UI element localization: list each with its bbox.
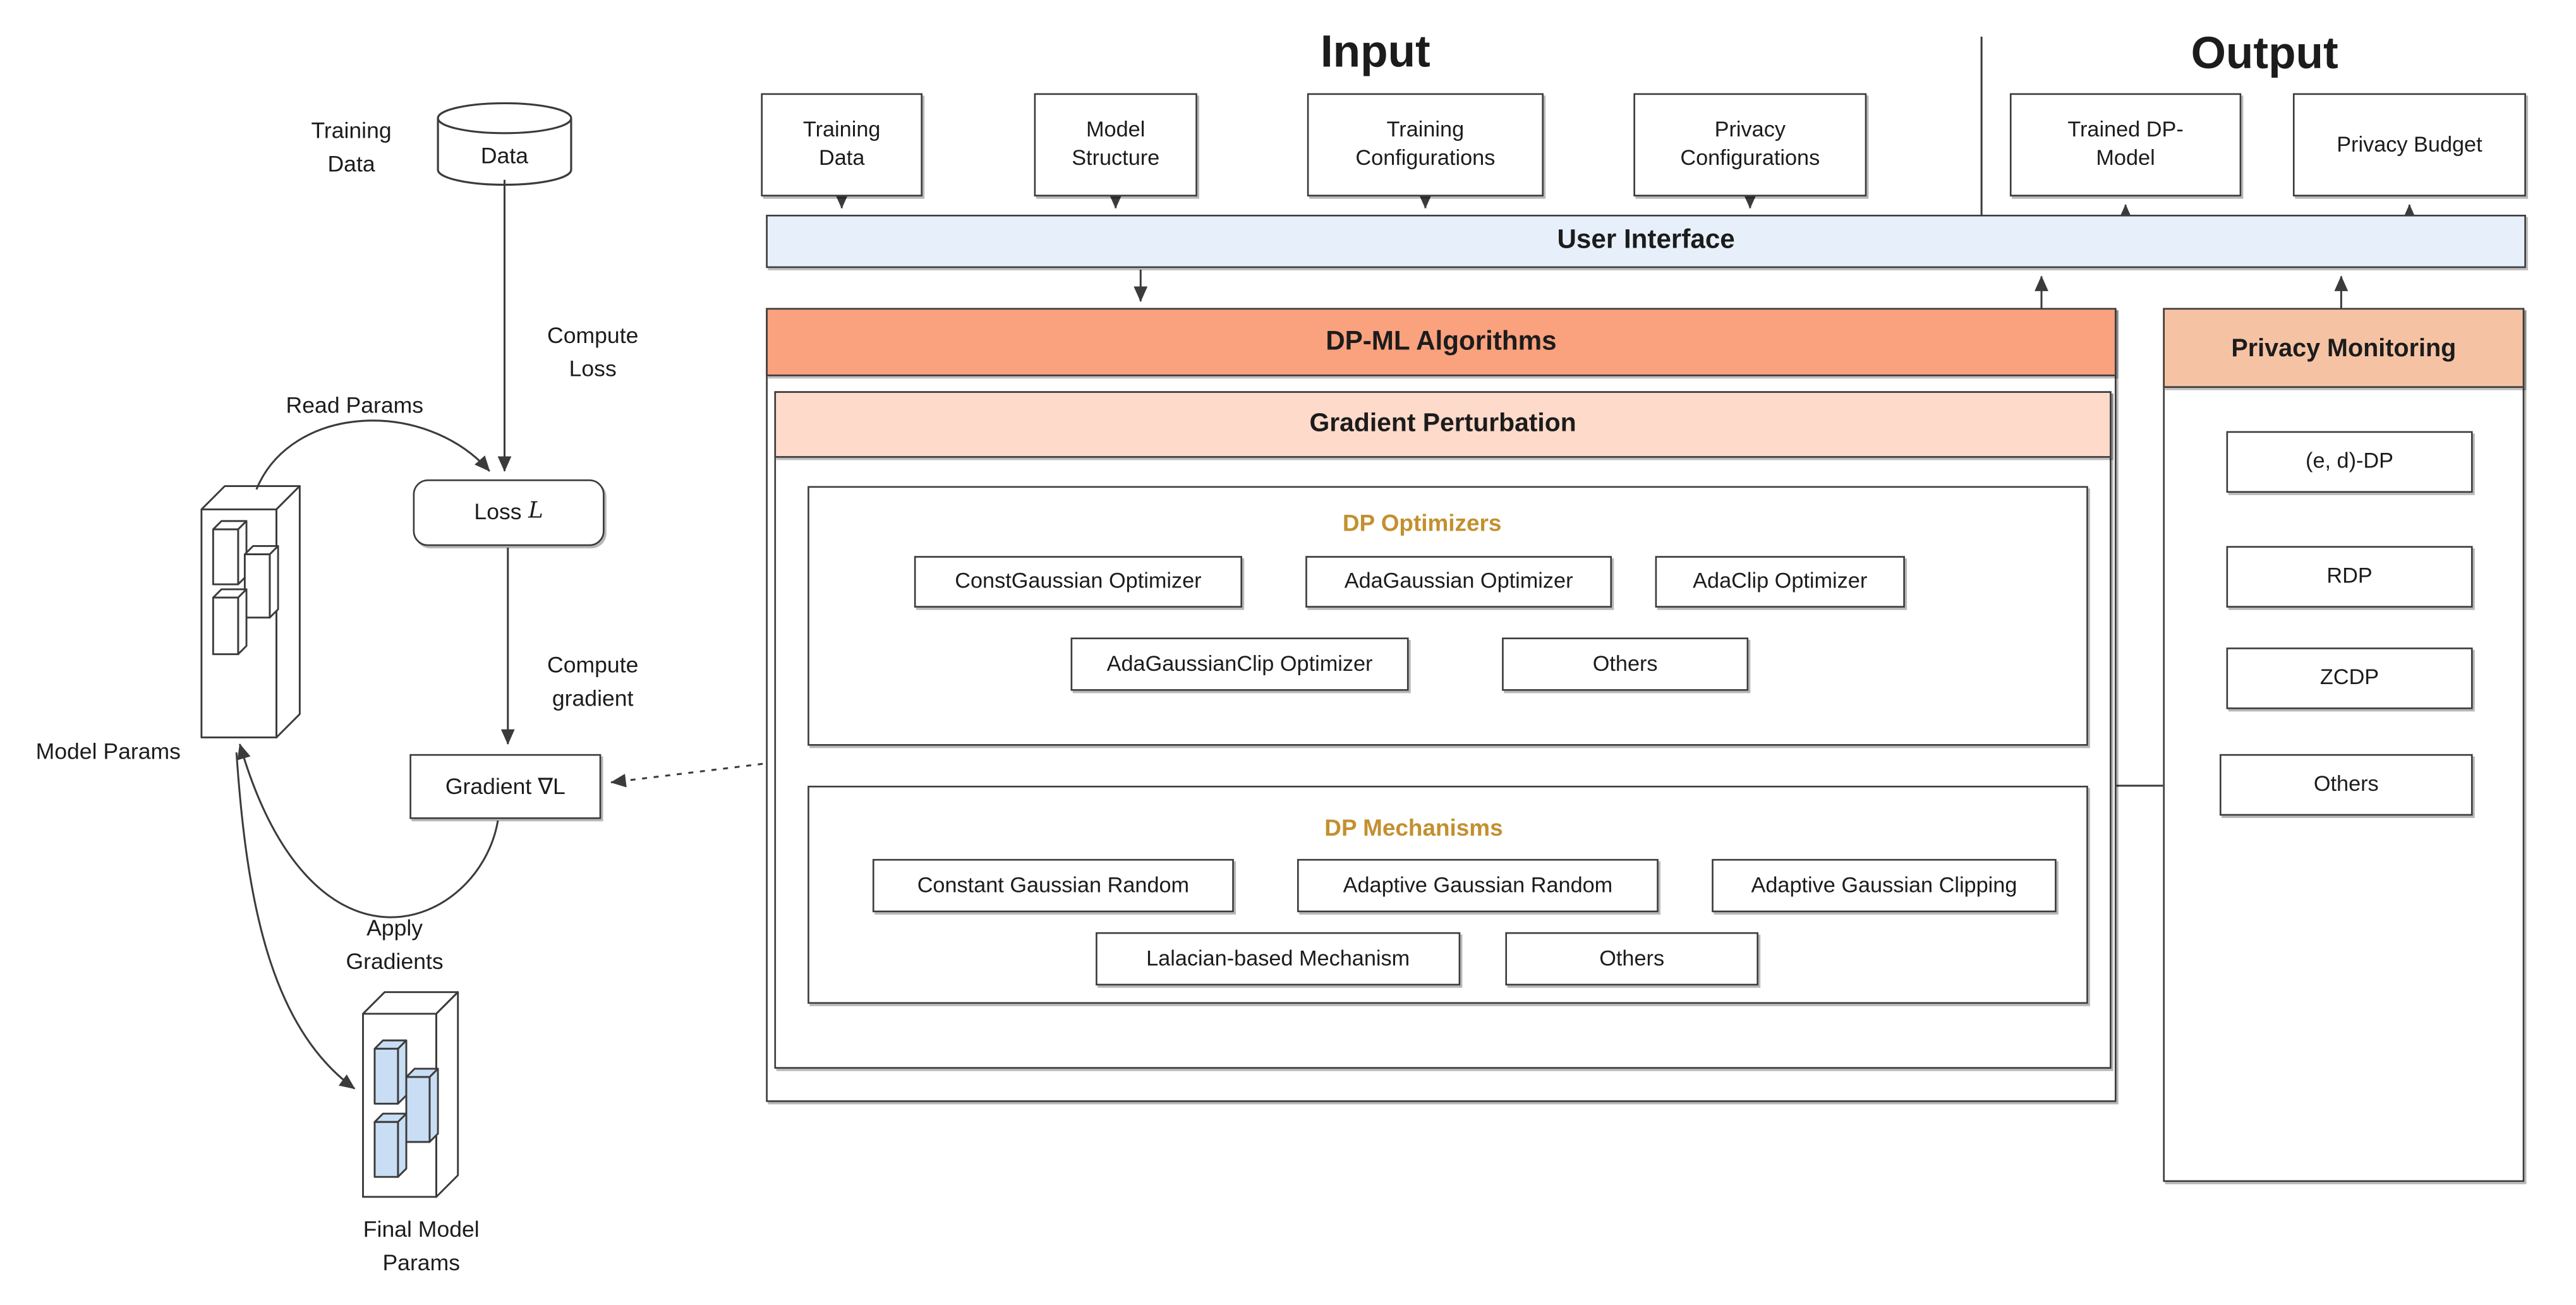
monitoring-box-ed-dp: (e, d)-DP: [2226, 431, 2473, 493]
gradient-perturbation-header: Gradient Perturbation: [774, 391, 2112, 458]
arrow-apply-gradients: [237, 743, 499, 918]
mechanism-box-others: Others: [1505, 932, 1758, 986]
input-section-title: Input: [1320, 27, 1430, 77]
database-icon: [437, 102, 572, 186]
output-box-trained-dp-model: Trained DP-Model: [2009, 93, 2242, 196]
optimizer-box-adaclip: AdaClip Optimizer: [1655, 556, 1905, 608]
monitoring-box-rdp: RDP: [2226, 546, 2473, 608]
data-cylinder-label: Data: [480, 143, 529, 169]
apply-gradients-label: Apply Gradients: [346, 915, 444, 975]
final-model-params-icon: [362, 991, 459, 1198]
arrow-read-params: [255, 419, 490, 490]
optimizer-box-adagaussianclip: AdaGaussianClip Optimizer: [1070, 637, 1409, 691]
loss-symbol: L: [528, 498, 543, 525]
compute-gradient-label: Compute gradient: [547, 652, 639, 711]
mechanism-box-lalacian: Lalacian-based Mechanism: [1096, 932, 1461, 986]
optimizer-box-adagaussian: AdaGaussian Optimizer: [1305, 556, 1612, 608]
training-data-label: Training Data: [311, 118, 392, 177]
dp-mechanisms-title: DP Mechanisms: [1324, 814, 1503, 841]
final-model-params-label: Final Model Params: [363, 1217, 480, 1276]
param-block-blue-icon: [373, 1039, 439, 1178]
optimizer-box-constgaussian: ConstGaussian Optimizer: [914, 556, 1243, 608]
arrow-dotted-gradient-link: [610, 761, 775, 788]
input-box-training-data: Training Data: [761, 93, 923, 196]
loss-word: Loss: [474, 500, 522, 525]
dpml-algorithms-header: DP-ML Algorithms: [766, 308, 2117, 376]
user-interface-bar: User Interface: [766, 214, 2526, 268]
mechanism-box-adaptive-gaussian-clipping: Adaptive Gaussian Clipping: [1712, 858, 2057, 913]
input-box-model-structure: Model Structure: [1034, 93, 1197, 196]
output-section-title: Output: [2191, 28, 2338, 78]
mechanism-box-constant-gaussian: Constant Gaussian Random: [872, 858, 1234, 913]
privacy-monitoring-header: Privacy Monitoring: [2163, 308, 2525, 388]
model-params-icon: [200, 485, 301, 738]
gradient-node: Gradient ∇L: [409, 754, 602, 819]
dp-optimizers-group: [807, 486, 2088, 746]
monitoring-box-zcdp: ZCDP: [2226, 647, 2473, 709]
dp-optimizers-title: DP Optimizers: [1342, 509, 1502, 536]
mechanism-box-adaptive-gaussian-random: Adaptive Gaussian Random: [1297, 858, 1659, 913]
compute-loss-label: Compute Loss: [547, 323, 639, 382]
optimizer-box-others: Others: [1502, 637, 1749, 691]
model-params-label: Model Params: [35, 739, 181, 764]
input-box-privacy-configurations: Privacy Configurations: [1633, 93, 1867, 196]
arrow-to-final-params: [235, 752, 356, 1090]
input-box-training-configurations: Training Configurations: [1307, 93, 1544, 196]
param-block-icon: [212, 520, 279, 656]
read-params-label: Read Params: [286, 392, 424, 418]
monitoring-box-others: Others: [2219, 754, 2473, 816]
output-box-privacy-budget: Privacy Budget: [2292, 93, 2526, 196]
